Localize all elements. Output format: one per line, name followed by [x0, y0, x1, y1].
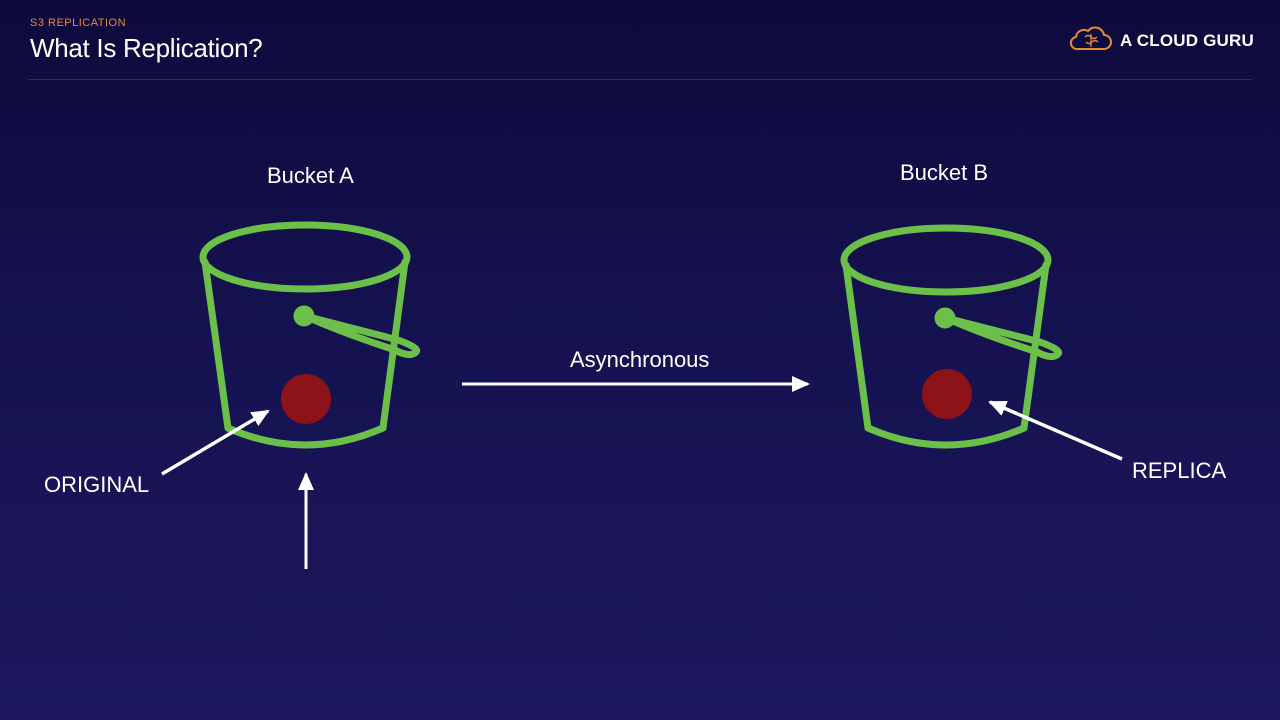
section-kicker: S3 REPLICATION	[30, 17, 127, 29]
page-title: What Is Replication?	[30, 33, 263, 63]
slide-header: S3 REPLICATION What Is Replication? A CL…	[0, 0, 1280, 80]
header-divider	[28, 79, 1252, 80]
brand-name: A CLOUD GURU	[1120, 31, 1254, 50]
bucket-a-label: Bucket A	[267, 163, 354, 188]
bucket-b	[840, 224, 1063, 449]
cloud-brain-icon	[1069, 26, 1112, 51]
original-pointer-arrow	[161, 409, 270, 476]
bucket-a-icon	[199, 221, 421, 449]
bucket-b-icon	[840, 224, 1063, 449]
bucket-b-label: Bucket B	[900, 160, 989, 185]
replica-object	[922, 369, 972, 419]
bucket-a	[199, 221, 421, 449]
original-object	[281, 374, 331, 424]
asynchronous-label: Asynchronous	[570, 347, 710, 372]
replica-label: REPLICA	[1132, 458, 1227, 483]
replica-pointer-arrow	[988, 400, 1123, 461]
original-label: ORIGINAL	[44, 472, 150, 497]
